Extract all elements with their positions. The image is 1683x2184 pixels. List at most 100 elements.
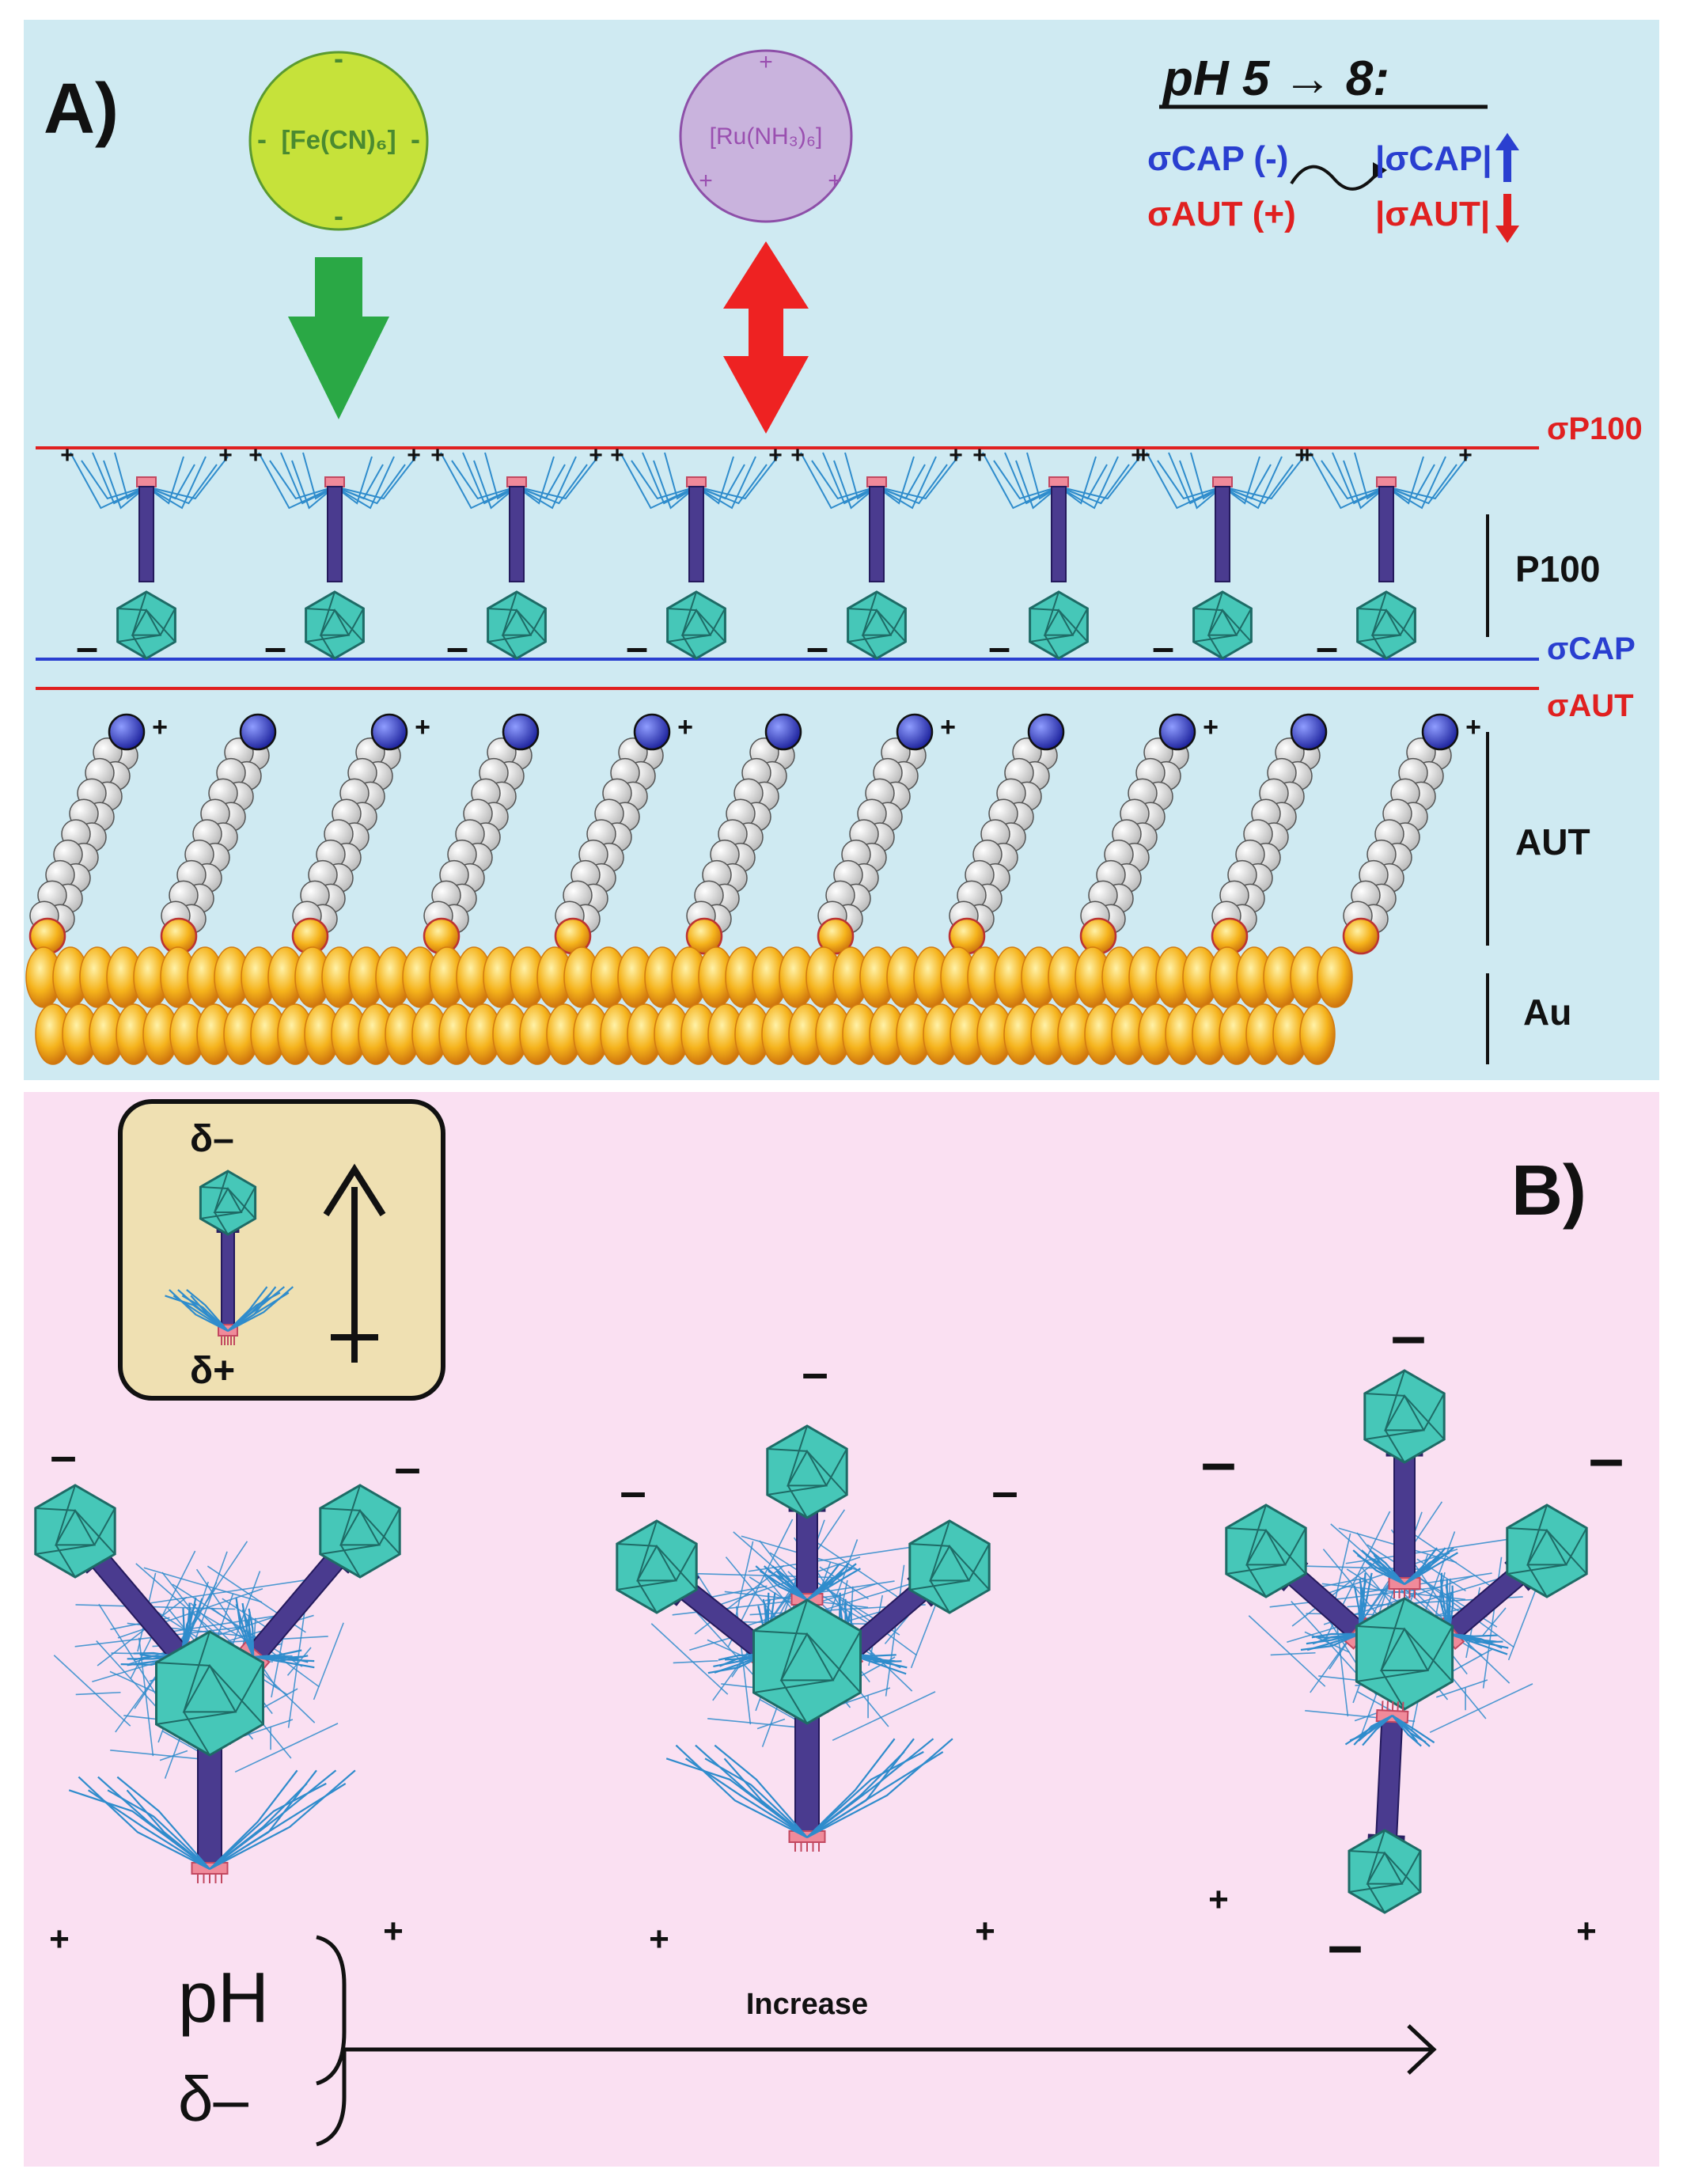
fiber-strand: [838, 1687, 891, 1706]
tail-fiber: [334, 456, 395, 510]
capsid-edge: [117, 608, 147, 612]
fiber-strand: [143, 1567, 263, 1603]
aggregate-mid-ph: –––++: [616, 1346, 1018, 1958]
amine-plus-charge: +: [677, 712, 693, 742]
panel-b: B) δ– δ+ ––++ –––++ –––++– pH δ– Increas…: [24, 1092, 1659, 2167]
cluster-plus-charge: +: [649, 1920, 669, 1958]
amine-group: [239, 713, 277, 751]
tail-fiber: [631, 460, 697, 500]
capsid: [319, 1484, 401, 1579]
amine-group: [502, 713, 540, 751]
increase-label: Increase: [746, 1988, 868, 2021]
capsid-edge: [847, 634, 891, 643]
ph-axis-label: pH: [178, 1958, 269, 2038]
capsid-edge: [1357, 608, 1387, 612]
tail-fiber: [1311, 1632, 1360, 1639]
aut-molecule: [423, 713, 540, 955]
panel-a-label: A): [44, 70, 119, 149]
surface-plus-charge: +: [248, 442, 263, 468]
cluster-plus-charge: +: [1208, 1880, 1229, 1919]
capsid-edge: [1401, 1850, 1421, 1885]
amine-group: [1027, 713, 1065, 751]
tail-fiber: [334, 464, 406, 505]
adsorbed-phage: ++–: [610, 442, 783, 669]
panel-a: A) [Fe(CN)₆] - - - - [Ru(NH₃)₆] + + + pH…: [24, 20, 1659, 1080]
tail-fiber: [620, 452, 697, 510]
phage-tail: [509, 486, 525, 582]
capsid-edge: [347, 608, 365, 636]
ferricyanide-ion: [Fe(CN)₆] - - - -: [248, 42, 429, 232]
capsid-facet: [319, 609, 351, 636]
tail-fiber: [1222, 464, 1294, 505]
tail-fibers: [620, 452, 779, 510]
aut-molecule: [948, 713, 1065, 955]
sulfur-atom: [1342, 917, 1380, 955]
capsid-edge: [767, 1448, 808, 1452]
sigma-aut-sign-left: σAUT (+): [1147, 195, 1296, 233]
tail-fiber: [68, 1789, 210, 1870]
capsid-facet: [1383, 1393, 1426, 1431]
capsid-edge: [156, 1711, 236, 1725]
tail-fiber: [1369, 1549, 1405, 1585]
capsid: [1506, 1503, 1588, 1598]
capsid-edge: [359, 1510, 400, 1555]
capsid-edge: [1044, 591, 1059, 635]
dipole-arrow-head: [323, 1163, 386, 1217]
capsid: [1192, 590, 1253, 660]
capsid-edge: [487, 634, 531, 643]
surface-plus-charge: +: [1458, 442, 1473, 468]
capsid-edge: [1380, 1598, 1405, 1671]
capsid-edge: [1207, 591, 1223, 635]
tail-fiber: [440, 452, 517, 510]
adsorbed-phage: ++–: [248, 442, 421, 669]
sigma-cap-magnitude: |σCAP|: [1375, 139, 1492, 179]
tail-fiber: [763, 1565, 808, 1601]
tail-fiber: [1222, 456, 1305, 500]
tail-fibers: [800, 452, 959, 510]
fiber-strand: [286, 1647, 312, 1676]
capsid-edge: [1507, 1527, 1548, 1531]
capsid-edge: [1058, 609, 1089, 643]
tail-fiber: [516, 456, 577, 510]
tail-fiber: [1015, 460, 1059, 510]
capsid-edge: [1364, 1393, 1405, 1397]
ruthenium-charge-left: +: [699, 168, 713, 194]
phage: [755, 1424, 861, 1614]
capsid-edge: [1222, 609, 1253, 643]
tail-fiber: [806, 1738, 953, 1838]
tail-fiber: [982, 452, 1059, 510]
amine-group: [764, 713, 802, 751]
tail-fiber: [146, 456, 229, 500]
capsid-edge: [616, 1543, 658, 1547]
tail-fiber: [209, 1769, 337, 1870]
tail-fibers: [1344, 1715, 1435, 1747]
phage-tail: [1215, 486, 1230, 582]
phage: [1344, 1701, 1435, 1914]
capsid-edge: [675, 1543, 698, 1581]
fiber-strand: [53, 1655, 131, 1727]
capsid: [616, 1519, 698, 1614]
tail-fibers: [982, 452, 1141, 510]
tail-fiber: [1392, 1715, 1435, 1744]
tail-fiber: [334, 456, 417, 500]
capsid-edge: [1385, 609, 1416, 643]
tail-fiber: [253, 1655, 315, 1669]
sigma-cap-label: σCAP: [1547, 631, 1636, 666]
tail-fiber: [165, 1295, 229, 1332]
capsid-facet: [1245, 1528, 1287, 1566]
cluster-minus-charge: –: [50, 1429, 76, 1482]
aut-molecule: +: [291, 712, 430, 955]
capsid-edge: [806, 1450, 847, 1496]
capsid-edge: [806, 1633, 862, 1693]
capsid-edge: [35, 1507, 76, 1511]
capsid-edge: [1384, 1370, 1405, 1431]
tail-fiber: [241, 1602, 255, 1658]
surface-plus-charge: +: [610, 442, 624, 468]
capsid-edge: [516, 609, 547, 643]
capsid-minus-charge: –: [446, 625, 468, 669]
au-layer-label: Au: [1523, 992, 1571, 1033]
capsid-minus-charge: –: [988, 625, 1010, 669]
phage-baseplate: [866, 476, 887, 487]
panel-b-label: B): [1511, 1151, 1586, 1230]
tail-fiber: [876, 456, 959, 500]
